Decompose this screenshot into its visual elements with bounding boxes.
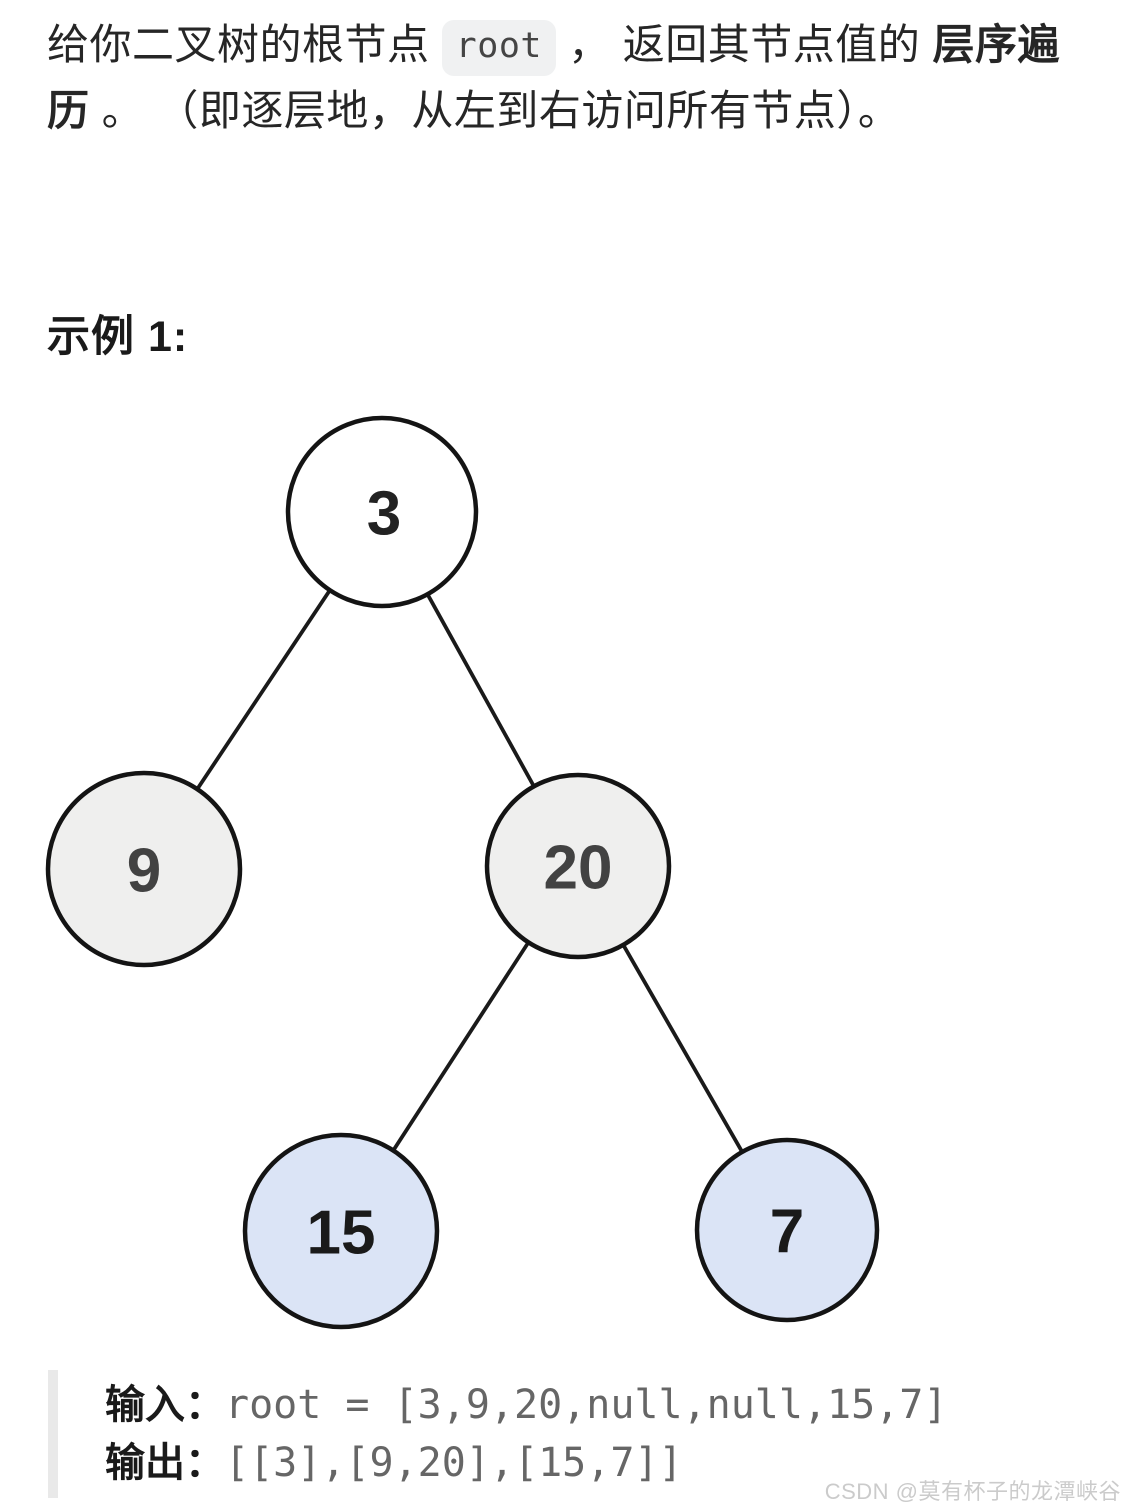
input-line: 输入：root = [3,9,20,null,null,15,7]: [105, 1376, 1085, 1434]
csdn-watermark: CSDN @莫有杯子的龙潭峡谷: [824, 1479, 1121, 1504]
tree-node-15: [242, 1132, 440, 1330]
problem-bold-text: 历: [47, 87, 90, 134]
output-value: [[3],[9,20],[15,7]]: [225, 1440, 683, 1486]
inline-code-root: root: [441, 20, 556, 76]
tree-node-7-label: 7: [770, 1197, 804, 1266]
problem-line-1: 给你二叉树的根节点 root ， 返回其节点值的 层序遍: [47, 12, 1097, 78]
problem-bold-text: 层序遍: [932, 21, 1060, 68]
example-io-block: 输入：root = [3,9,20,null,null,15,7] 输出：[[3…: [48, 1370, 1085, 1498]
input-value: root = [3,9,20,null,null,15,7]: [225, 1382, 948, 1428]
problem-line-2: 历 。 （即逐层地，从左到右访问所有节点）。: [47, 78, 1097, 144]
tree-node-7: [694, 1137, 880, 1323]
tree-node-20: [484, 772, 672, 960]
problem-text: 。 （即逐层地，从左到右访问所有节点）。: [89, 87, 901, 134]
output-line: 输出：[[3],[9,20],[15,7]]: [105, 1434, 1085, 1492]
output-label: 输出：: [105, 1441, 225, 1485]
tree-node-9-label: 9: [127, 836, 161, 905]
tree-node-15-label: 15: [307, 1198, 376, 1267]
problem-statement: 给你二叉树的根节点 root ， 返回其节点值的 层序遍 历 。 （即逐层地，从…: [47, 12, 1097, 144]
tree-node-9: [45, 770, 243, 968]
tree-node-20-label: 20: [544, 833, 613, 902]
input-label: 输入：: [105, 1383, 225, 1427]
tree-node-3: [285, 415, 479, 609]
tree-node-3-label: 3: [367, 479, 401, 548]
binary-tree-diagram: 3 9 20 15 7: [45, 415, 880, 1330]
problem-text: 给你二叉树的根节点: [47, 21, 442, 68]
problem-text: ， 返回其节点值的: [555, 21, 933, 68]
example-heading: 示例 1:: [47, 313, 189, 361]
